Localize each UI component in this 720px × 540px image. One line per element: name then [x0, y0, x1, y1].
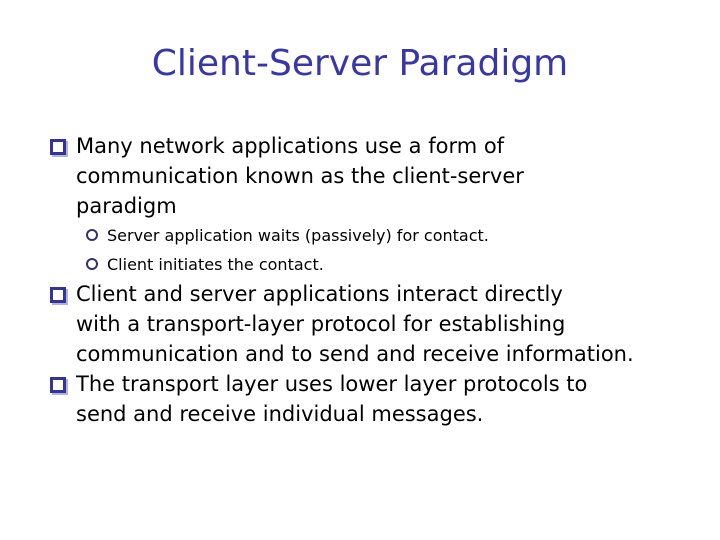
bullet-line: paradigm: [76, 194, 177, 218]
bullet-item: Client and server applications interact …: [50, 279, 700, 369]
square-bullet-icon: [50, 287, 66, 303]
circle-bullet-icon: [86, 258, 98, 270]
bullet-text: Client and server applications interact …: [76, 279, 634, 369]
bullet-line: The transport layer uses lower layer pro…: [76, 372, 588, 396]
bullet-list: Many network applications use a form of c…: [50, 131, 700, 429]
slide-title: Client-Server Paradigm: [151, 43, 569, 84]
bullet-item: The transport layer uses lower layer pro…: [50, 369, 700, 429]
square-bullet-icon: [50, 377, 66, 393]
bullet-item: Client initiates the contact.: [86, 250, 700, 279]
square-bullet-icon: [50, 139, 66, 155]
bullet-line: communication known as the client-server: [76, 164, 524, 188]
bullet-line: Client initiates the contact.: [107, 255, 324, 274]
bullet-line: Client and server applications interact …: [76, 282, 563, 306]
bullet-line: Many network applications use a form of: [76, 134, 505, 158]
bullet-text: Many network applications use a form of c…: [76, 131, 524, 221]
bullet-text: Client initiates the contact.: [107, 250, 324, 279]
bullet-text: Server application waits (passively) for…: [107, 221, 489, 250]
bullet-line: send and receive individual messages.: [76, 402, 484, 426]
bullet-line: communication and to send and receive in…: [76, 342, 634, 366]
bullet-item: Many network applications use a form of c…: [50, 131, 700, 221]
bullet-text: The transport layer uses lower layer pro…: [76, 369, 587, 429]
bullet-line: Server application waits (passively) for…: [107, 226, 489, 245]
bullet-item: Server application waits (passively) for…: [86, 221, 700, 250]
circle-bullet-icon: [86, 229, 98, 241]
bullet-line: with a transport-layer protocol for esta…: [76, 312, 566, 336]
